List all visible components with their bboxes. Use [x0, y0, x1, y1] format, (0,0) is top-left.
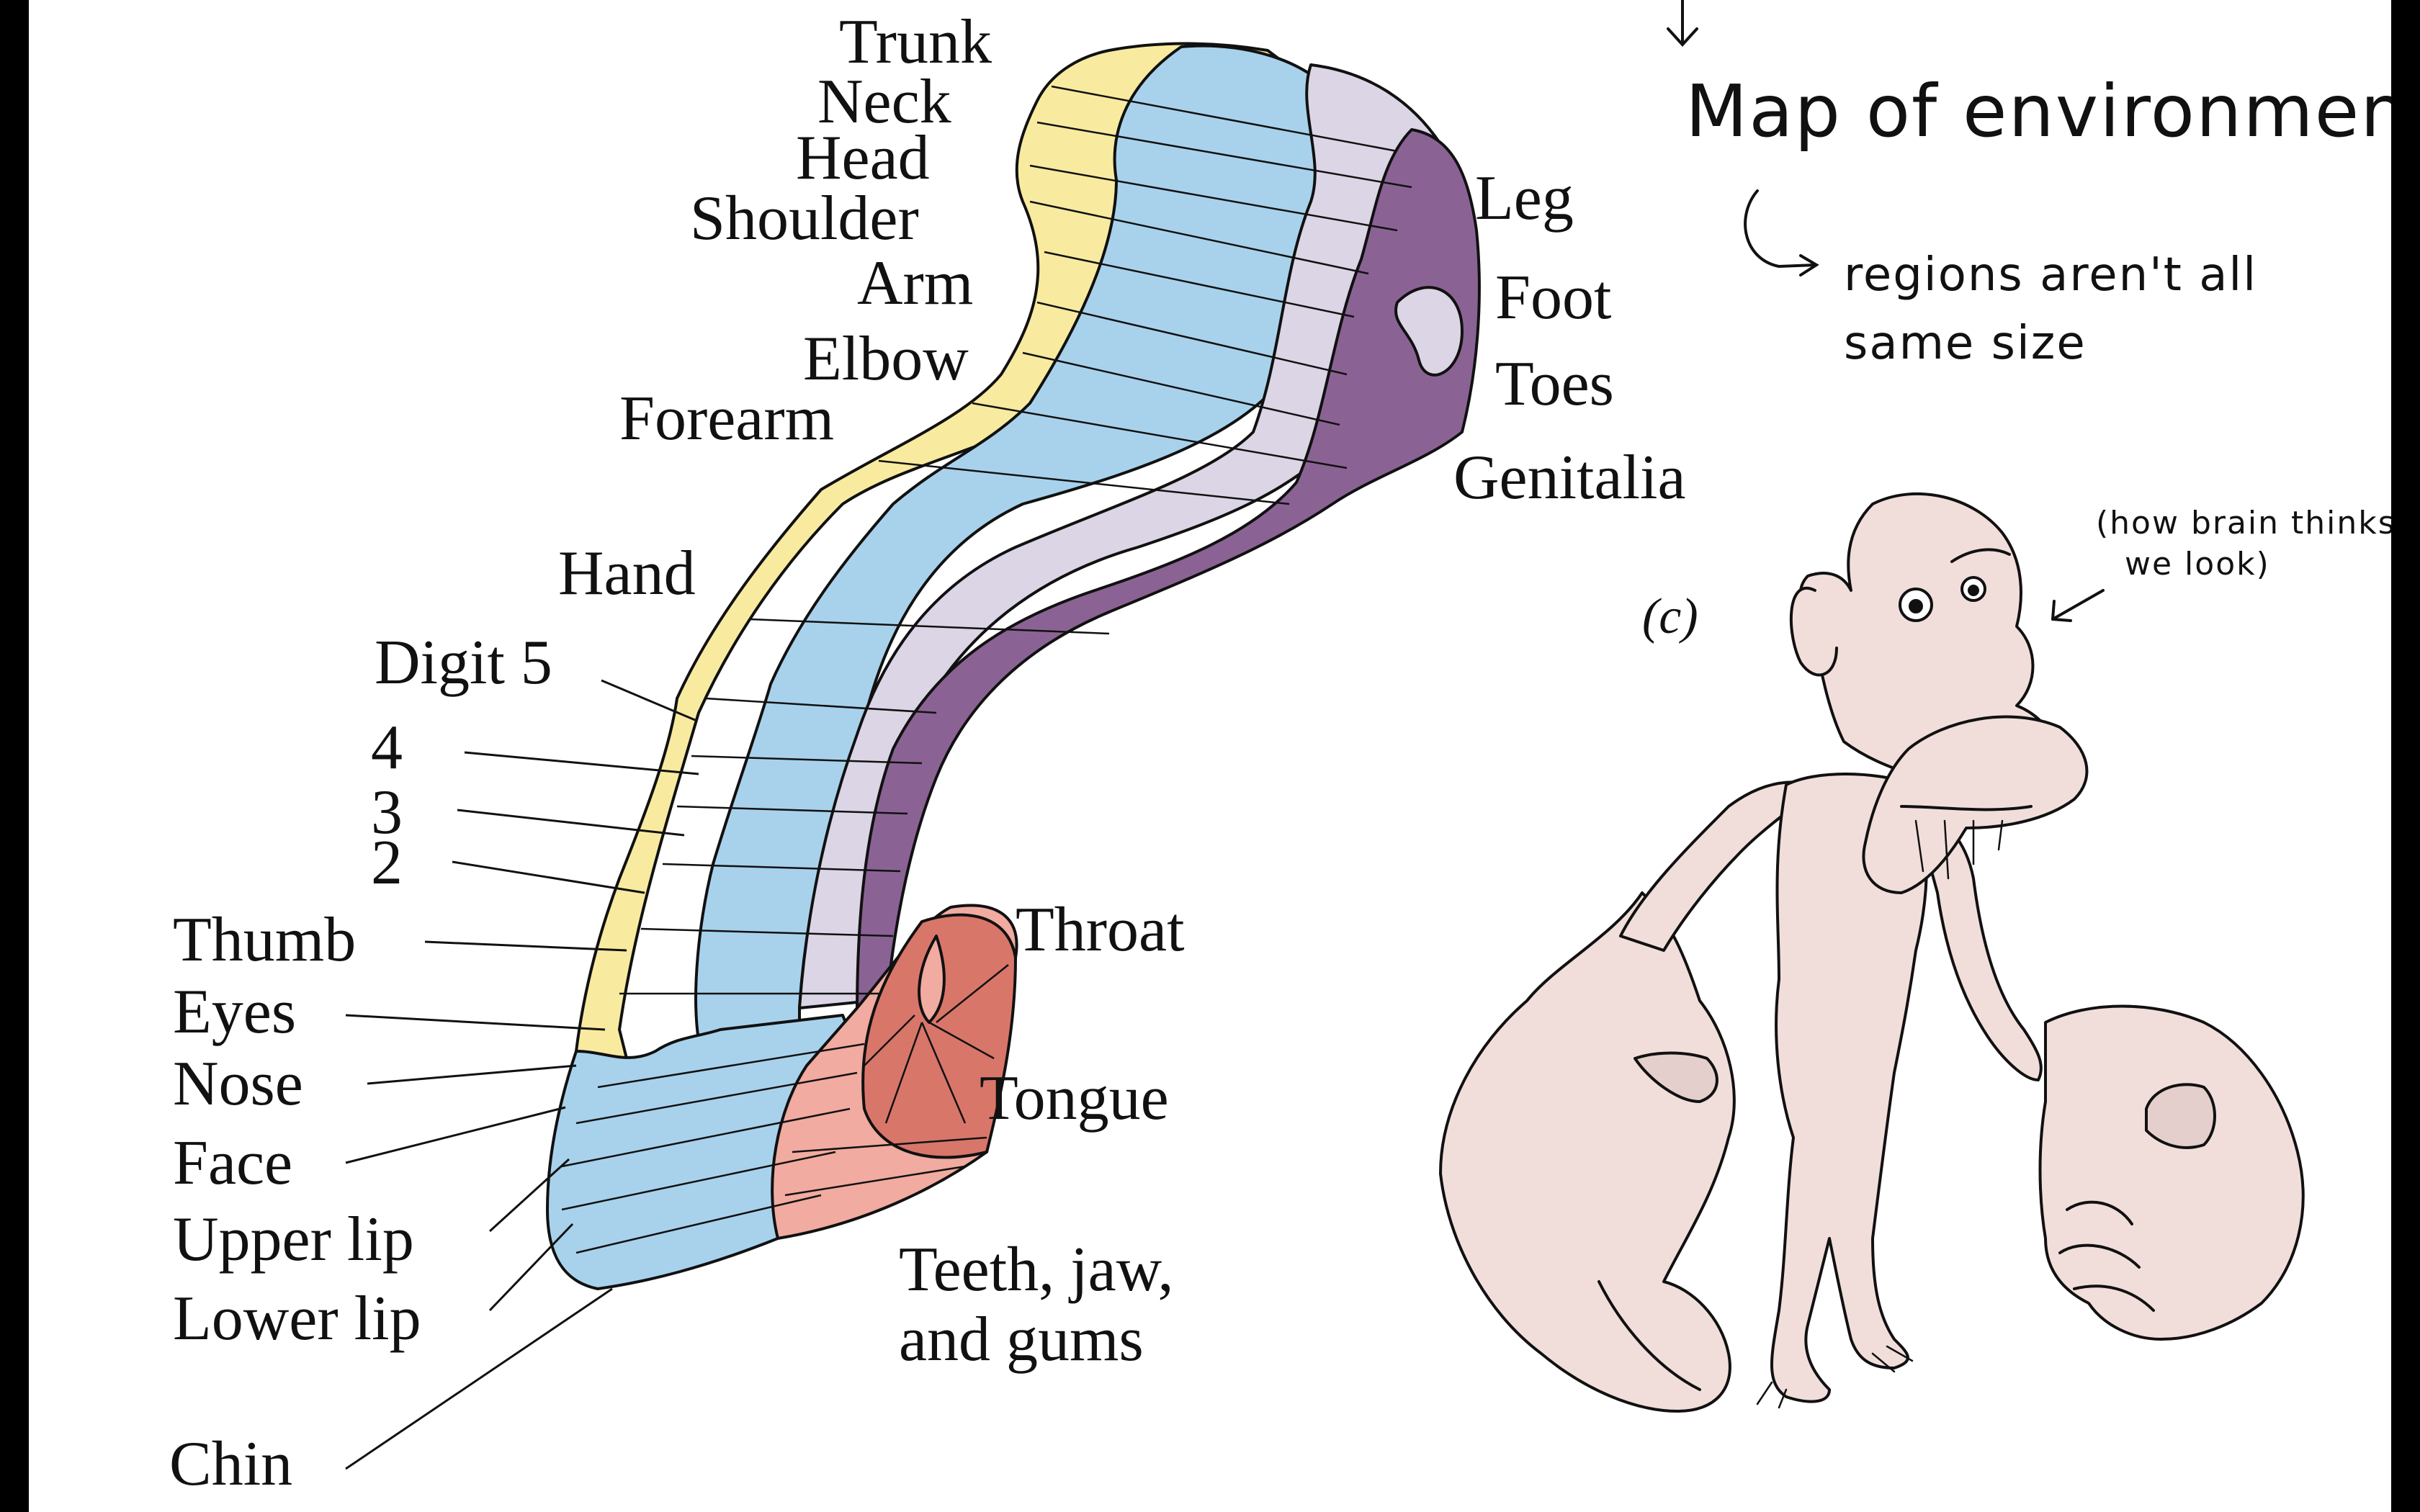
label-digit-3: 3 — [371, 778, 403, 847]
label-nose: Nose — [173, 1049, 303, 1119]
label-face: Face — [173, 1128, 293, 1198]
label-thumb: Thumb — [173, 905, 357, 975]
label-shoulder: Shoulder — [690, 184, 919, 253]
note-aside-line2: we look) — [2125, 546, 2270, 582]
label-genitalia: Genitalia — [1453, 443, 1686, 513]
label-neck: Neck — [817, 67, 951, 137]
cortex-throat-red — [861, 913, 1017, 1159]
label-and-gums: and gums — [899, 1305, 1144, 1374]
label-chin: Chin — [169, 1429, 293, 1499]
handwritten-arrows — [1667, 0, 2105, 622]
homunculus-torso — [1770, 773, 1928, 1403]
lecture-slide: Trunk Neck Head Shoulder Arm Elbow Forea… — [29, 0, 2391, 1512]
note-title: Map of environment — [1685, 69, 2391, 153]
panel-label-c: (c) — [1642, 589, 1698, 644]
label-arm: Arm — [857, 248, 974, 318]
note-subnote-line2: same size — [1844, 317, 2087, 370]
label-digit-4: 4 — [371, 713, 403, 783]
label-foot: Foot — [1495, 263, 1612, 333]
homunculus-right-arm — [1914, 812, 2043, 1081]
label-forearm: Forearm — [619, 384, 835, 454]
somatosensory-cortex-map — [345, 42, 1481, 1470]
hook-arrow-icon — [1744, 189, 1819, 276]
label-digit-2: 2 — [371, 828, 403, 898]
note-aside-line1: (how brain thinks — [2096, 505, 2391, 541]
label-trunk: Trunk — [839, 7, 992, 77]
cortex-band-purple — [856, 128, 1481, 1017]
cortex-subdivision-lines — [561, 85, 1412, 1254]
label-lower-lip: Lower lip — [173, 1284, 421, 1354]
label-throat: Throat — [1016, 895, 1185, 965]
label-toes: Toes — [1495, 349, 1614, 419]
label-elbow: Elbow — [803, 324, 969, 394]
label-digit-5: Digit 5 — [375, 628, 552, 698]
sensory-homunculus-figure — [1439, 492, 2305, 1413]
label-teeth-jaw: Teeth, jaw, — [899, 1235, 1174, 1305]
note-subnote-line1: regions aren't all — [1844, 248, 2257, 302]
label-upper-lip: Upper lip — [173, 1205, 414, 1274]
homunculus-right-hand — [2038, 1004, 2305, 1341]
label-leg: Leg — [1475, 163, 1574, 233]
down-arrow-icon — [1667, 0, 1698, 47]
label-hand: Hand — [558, 539, 696, 608]
label-head: Head — [796, 123, 930, 193]
pointer-arrow-icon — [2051, 589, 2105, 622]
label-leader-lines — [345, 679, 699, 1470]
homunculus-left-hand — [1439, 891, 1736, 1413]
label-eyes: Eyes — [173, 977, 297, 1047]
label-tongue: Tongue — [980, 1063, 1169, 1133]
